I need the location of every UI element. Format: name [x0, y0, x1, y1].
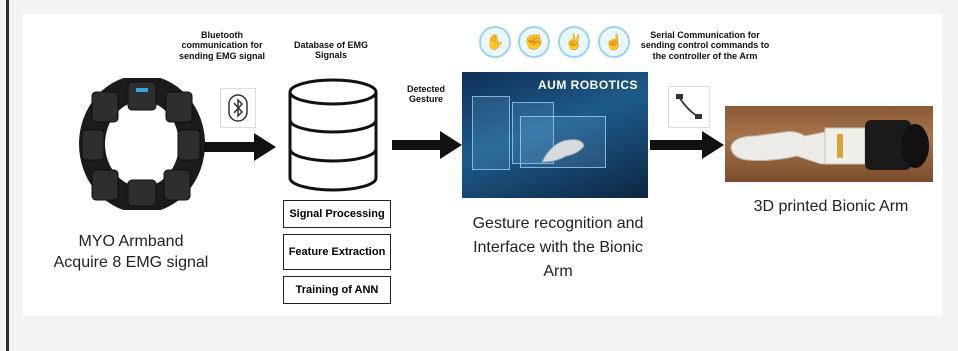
bluetooth-icon — [228, 94, 248, 122]
bionic-arm-render — [730, 120, 929, 170]
gesture-recognition-label: Gesture recognition and Interface with t… — [472, 215, 644, 280]
usb-icon-box — [668, 86, 710, 128]
interface-screenshot: AUM ROBOTICS — [462, 72, 648, 198]
signal-processing-box: Signal Processing — [283, 200, 391, 228]
left-border-line — [6, 0, 9, 351]
bionic-arm-label: 3D printed Bionic Arm — [753, 198, 909, 215]
hand-render — [541, 139, 585, 163]
arrow-2 — [392, 131, 462, 159]
bluetooth-label: Bluetooth communication for sending EMG … — [178, 30, 265, 61]
gesture-icon-1: ✋ — [479, 26, 511, 58]
arrow-1 — [204, 133, 276, 161]
bluetooth-icon-box — [220, 88, 256, 128]
myo-armband-image — [79, 78, 205, 210]
usb-cable-icon — [676, 94, 702, 119]
detected-gesture-label: Detected Gesture — [406, 84, 445, 105]
myo-led — [136, 88, 148, 92]
feature-extraction-box: Feature Extraction — [283, 234, 391, 270]
myo-armband-label: MYO Armband Acquire 8 EMG signal — [53, 233, 209, 271]
gesture-icon-2: ✊ — [518, 26, 550, 58]
arrow-3 — [650, 131, 724, 159]
database-icon — [288, 78, 378, 192]
screen-title: AUM ROBOTICS — [538, 78, 638, 92]
gesture-icon-4: ☝ — [598, 26, 630, 58]
screen-panel-left — [472, 96, 510, 170]
gesture-icon-3: ✌ — [558, 26, 590, 58]
training-ann-box: Training of ANN — [283, 276, 391, 304]
bionic-arm-image — [725, 106, 933, 182]
serial-communication-label: Serial Communication for sending control… — [640, 30, 770, 61]
database-label: Database of EMG Signals — [293, 40, 369, 61]
